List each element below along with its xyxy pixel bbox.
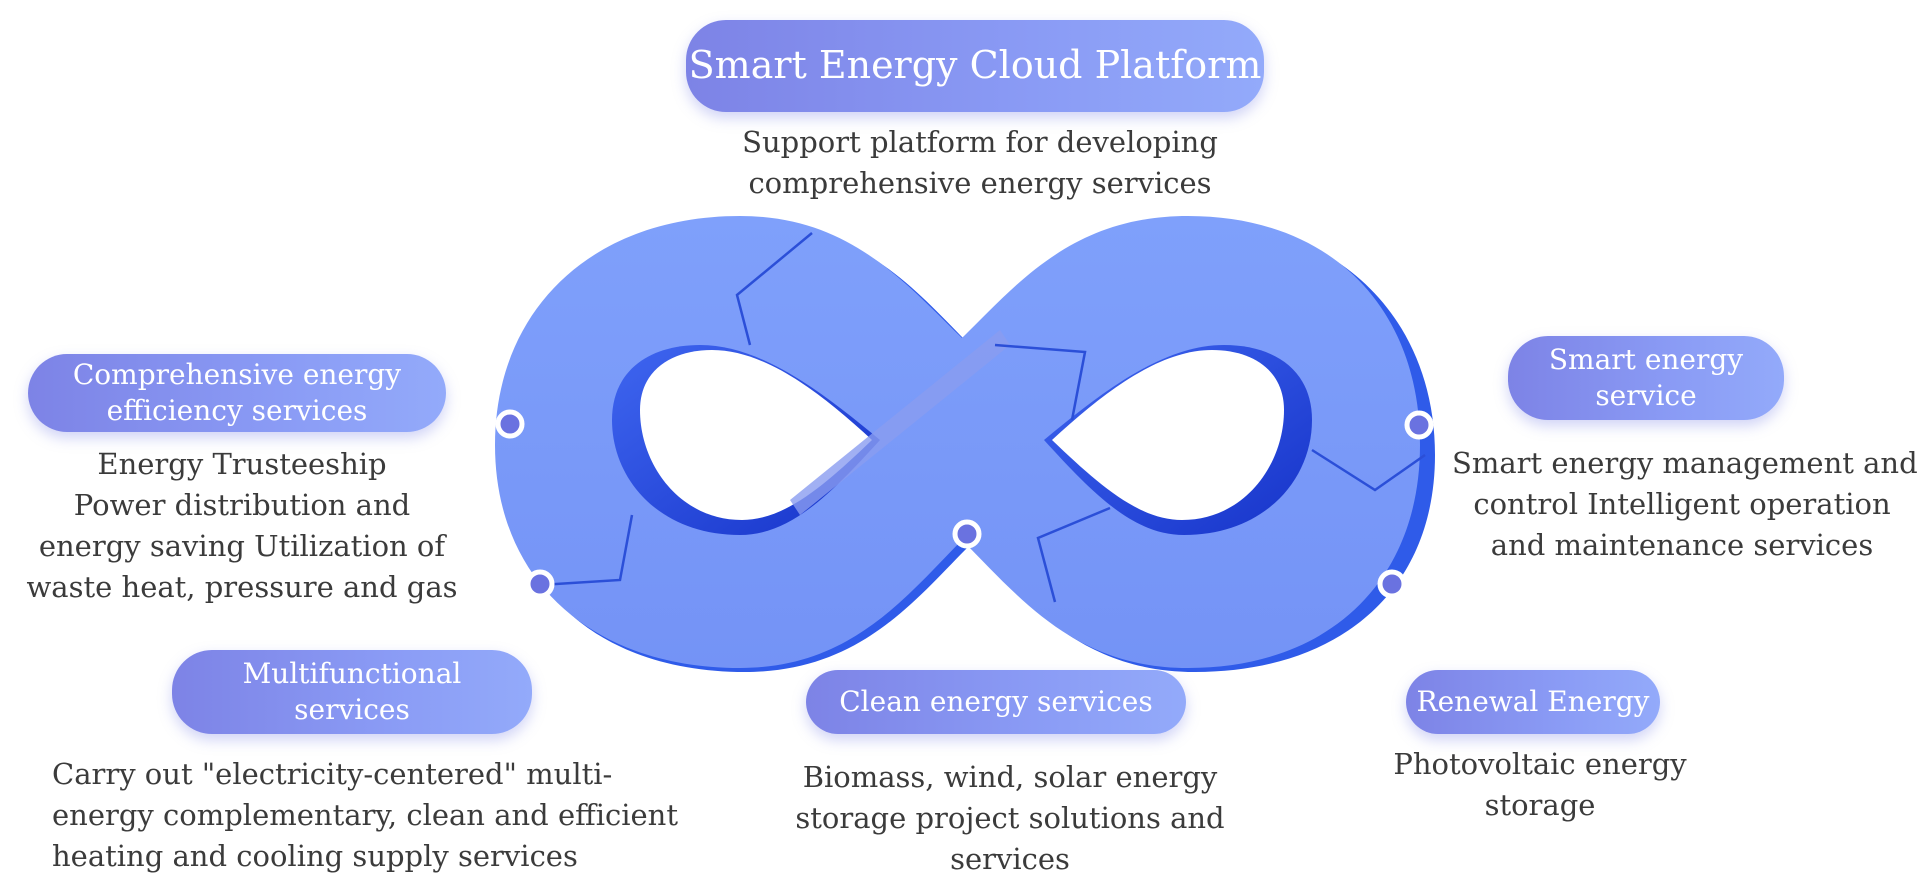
node-clean [952,519,982,549]
multifunctional-description-line: energy complementary, clean and efficien… [52,798,679,832]
renewal-energy-description-line: Photovoltaic energy [1393,747,1687,781]
node-efficiency [495,409,525,439]
clean-energy-pill: Clean energy services [806,670,1186,734]
node-renewal [1377,569,1407,599]
left-loop-hole-opening [640,350,872,520]
efficiency-description: Energy Trusteeship Power distribution an… [22,444,462,608]
efficiency-description-line: waste heat, pressure and gas [26,570,458,604]
multifunctional-label-line: services [294,693,410,726]
smart-energy-pill: Smart energy service [1508,336,1784,420]
smart-energy-description-line: Smart energy management and [1452,446,1918,480]
node-multifunctional [525,569,555,599]
smart-energy-label-line: service [1595,379,1697,412]
efficiency-description-line: energy saving Utilization of [38,529,446,563]
multifunctional-description: Carry out "electricity-centered" multi- … [52,754,679,877]
clean-energy-description-line: Biomass, wind, solar energy [802,760,1218,794]
smart-energy-description-line: control Intelligent operation [1473,487,1891,521]
smart-energy-description: Smart energy management and control Inte… [1452,443,1918,566]
renewal-energy-pill: Renewal Energy [1406,670,1660,734]
efficiency-description-line: Power distribution and [73,488,411,522]
seam-top-left [735,232,813,346]
right-loop-hole-opening [1052,350,1284,520]
multifunctional-pill: Multifunctional services [172,650,532,734]
seam-left [539,514,634,587]
clean-energy-description: Biomass, wind, solar energy storage proj… [790,757,1230,880]
efficiency-label-line: efficiency services [106,394,368,427]
multifunctional-label-line: Multifunctional [242,656,462,690]
title-description: Support platform for developing comprehe… [700,122,1260,204]
seam-right [1311,448,1426,492]
renewal-energy-description: Photovoltaic energy storage [1380,744,1700,826]
seam-center [994,343,1087,421]
clean-energy-description-line: services [950,842,1070,876]
efficiency-description-line: Energy Trusteeship [97,447,387,481]
seam-bottom [1036,506,1111,603]
loop-face [495,216,1420,668]
title-description-line: Support platform for developing [742,125,1218,159]
clean-energy-description-line: storage project solutions and [795,801,1225,835]
title-label: Smart Energy Cloud Platform [688,43,1262,88]
efficiency-label-line: Comprehensive energy [72,357,402,391]
smart-energy-description-line: and maintenance services [1490,528,1874,562]
multifunctional-description-line: Carry out "electricity-centered" multi- [52,757,613,791]
node-smart [1404,410,1434,440]
multifunctional-description-line: heating and cooling supply services [52,839,578,873]
renewal-energy-label: Renewal Energy [1416,684,1650,718]
smart-energy-label-line: Smart energy [1548,342,1744,376]
loop-crossing-band [790,330,1010,515]
title-description-line: comprehensive energy services [748,166,1212,200]
clean-energy-label: Clean energy services [839,684,1153,718]
title-pill: Smart Energy Cloud Platform [686,20,1264,112]
efficiency-pill: Comprehensive energy efficiency services [28,354,446,432]
renewal-energy-description-line: storage [1484,788,1596,822]
